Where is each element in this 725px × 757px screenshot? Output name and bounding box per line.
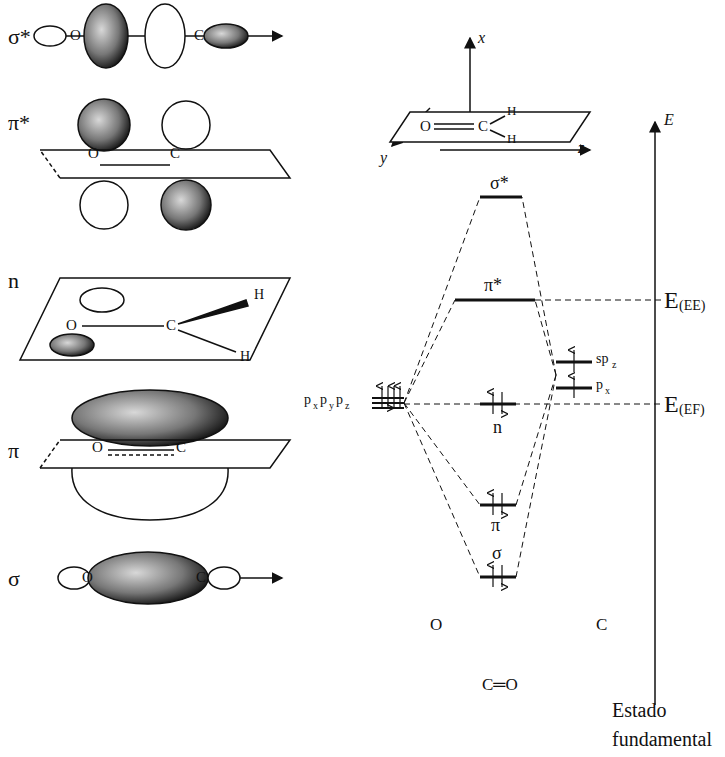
atom-label: O [420,119,431,134]
atom-label: O [430,616,442,633]
level-label: σ* [490,174,509,192]
orbital-subscript: x [605,386,610,396]
energy-label: E [664,288,679,312]
atom-label: O [92,440,103,455]
axis-label: y [380,150,387,166]
atom-label: C [166,318,176,333]
axis-label: x [478,30,485,46]
level-label: σ [492,544,502,562]
axis-label: E [664,112,674,128]
energy-subscript: (EF) [679,403,705,417]
energy-label: E [664,392,679,416]
orbital-label: p [320,393,327,407]
atom-label: H [254,288,264,302]
orbital-subscript: z [612,360,616,370]
orbital-name: π [8,440,19,462]
level-label: π [491,516,500,534]
atom-label: O [88,146,99,161]
atom-label: H [507,104,516,117]
orbital-subscript: x [313,401,318,411]
orbital-label: p [304,393,311,407]
atom-label: C [596,616,607,633]
orbital-name: σ* [8,26,31,48]
atom-label: C [194,28,204,43]
atom-label: H [240,350,250,364]
atom-label: C [478,119,488,134]
axis-label: z [578,140,584,156]
molecule-label: C═O [482,676,518,693]
atom-label: O [66,318,77,333]
level-label: π* [484,276,502,294]
orbital-name: σ [8,568,20,590]
atom-label: O [70,28,81,43]
atom-label: O [82,570,93,585]
orbital-label: p [336,393,343,407]
atom-label: C [176,440,186,455]
orbital-name: n [8,270,19,292]
orbital-label: sp [596,352,608,366]
orbital-name: π* [8,112,30,134]
level-label: n [493,418,502,436]
atom-label: C [196,570,206,585]
energy-subscript: (EE) [679,299,705,313]
atom-label: C [170,146,180,161]
orbital-label: p [596,378,603,392]
atom-label: H [507,132,516,145]
caption: Estado fundamental [612,696,720,754]
orbital-subscript: y [329,401,334,411]
orbital-subscript: z [345,401,349,411]
